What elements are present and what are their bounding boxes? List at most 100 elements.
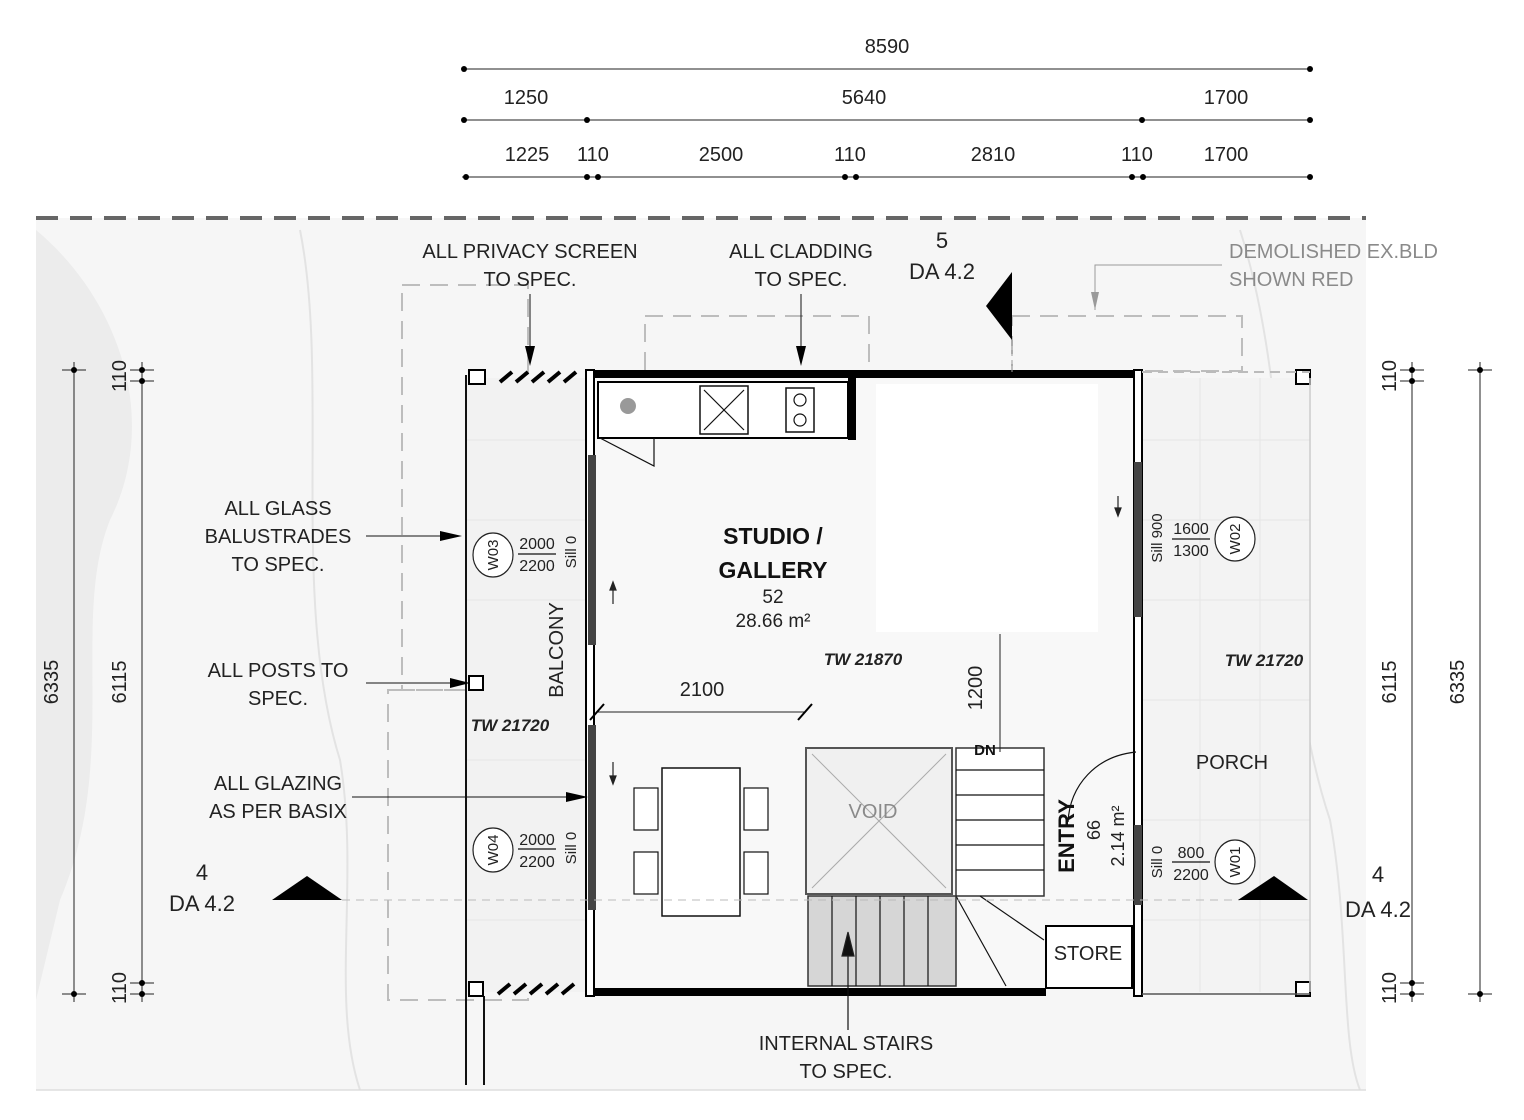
room-entry-area: 2.14 m² bbox=[1108, 805, 1128, 866]
level-tw-left: TW 21720 bbox=[471, 716, 550, 735]
svg-text:TO SPEC.: TO SPEC. bbox=[755, 269, 848, 291]
dim-right-inner: 6115 bbox=[1379, 660, 1401, 703]
room-entry-name: ENTRY bbox=[1054, 799, 1079, 873]
window-tag-w01: Sill 0 800 2200 W01 bbox=[1149, 839, 1256, 885]
room-studio-name-1: STUDIO / bbox=[723, 523, 823, 549]
svg-text:DA 4.2: DA 4.2 bbox=[909, 259, 975, 284]
dining-table bbox=[661, 767, 741, 917]
svg-text:ALL GLASS: ALL GLASS bbox=[224, 498, 331, 520]
privacy-screen-top bbox=[498, 370, 578, 384]
dim-row3-e: 2810 bbox=[971, 144, 1016, 166]
dim-row2-c: 1700 bbox=[1204, 87, 1249, 109]
top-dimensions: 8590 1250 5640 1700 1225 110 2500 110 28… bbox=[461, 36, 1313, 180]
right-dimensions: 6115 6335 110 110 bbox=[1379, 360, 1492, 1004]
room-studio-name-2: GALLERY bbox=[718, 557, 827, 583]
level-tw-center: TW 21870 bbox=[824, 650, 903, 669]
svg-text:800: 800 bbox=[1178, 845, 1205, 862]
dim-left-outer: 6335 bbox=[41, 660, 63, 705]
dim-row3-f: 110 bbox=[1121, 144, 1153, 166]
section-marker-top: 5 DA 4.2 bbox=[909, 228, 1013, 372]
section-marker-left: 4 DA 4.2 bbox=[169, 860, 1240, 916]
svg-text:1300: 1300 bbox=[1173, 543, 1209, 560]
svg-text:ALL PRIVACY SCREEN: ALL PRIVACY SCREEN bbox=[422, 241, 637, 263]
svg-text:W02: W02 bbox=[1227, 524, 1244, 555]
demolished-outline-b bbox=[644, 315, 870, 372]
dim-row2-a: 1250 bbox=[504, 87, 549, 109]
window-tag-w03: W03 2000 2200 Sill 0 bbox=[472, 532, 580, 578]
svg-text:DA 4.2: DA 4.2 bbox=[1345, 897, 1411, 922]
svg-text:Sill 0: Sill 0 bbox=[563, 832, 580, 865]
arrows bbox=[609, 496, 1122, 1030]
cooktop-icon bbox=[785, 387, 815, 433]
svg-text:INTERNAL STAIRS: INTERNAL STAIRS bbox=[759, 1033, 933, 1055]
dim-right-bottom-small: 110 bbox=[1379, 972, 1401, 1004]
svg-text:2200: 2200 bbox=[519, 558, 555, 575]
svg-text:Sill 900: Sill 900 bbox=[1149, 513, 1166, 562]
room-studio-area: 28.66 m² bbox=[736, 611, 811, 632]
store-box bbox=[1045, 925, 1133, 989]
note-posts: ALL POSTS TO SPEC. bbox=[208, 660, 470, 710]
note-cladding: ALL CLADDING TO SPEC. bbox=[729, 241, 873, 366]
dim-left-top-small: 110 bbox=[109, 360, 131, 392]
svg-text:2000: 2000 bbox=[519, 536, 555, 553]
dim-2100-label: 2100 bbox=[680, 679, 725, 701]
dim-row2-b: 5640 bbox=[842, 87, 887, 109]
level-tw-right: TW 21720 bbox=[1225, 651, 1304, 670]
svg-text:W04: W04 bbox=[485, 835, 502, 866]
note-demolished: DEMOLISHED EX.BLD SHOWN RED bbox=[1091, 241, 1438, 310]
building bbox=[465, 369, 1311, 1085]
dim-right-outer: 6335 bbox=[1447, 660, 1469, 705]
dim-row3-c: 2500 bbox=[699, 144, 744, 166]
room-balcony: BALCONY bbox=[546, 602, 568, 698]
post-icon bbox=[1295, 369, 1311, 385]
svg-text:1600: 1600 bbox=[1173, 521, 1209, 538]
svg-text:4: 4 bbox=[196, 860, 208, 885]
post-icon bbox=[468, 981, 484, 997]
section-marker-right: 4 DA 4.2 bbox=[1238, 862, 1411, 922]
note-privacy-screen: ALL PRIVACY SCREEN TO SPEC. bbox=[422, 241, 638, 366]
svg-text:ALL GLAZING: ALL GLAZING bbox=[214, 773, 342, 795]
window-tag-w04: W04 2000 2200 Sill 0 bbox=[472, 827, 580, 873]
internal-dim-2100: 2100 bbox=[589, 679, 813, 721]
room-porch: PORCH bbox=[1196, 752, 1268, 774]
note-internal-stairs: INTERNAL STAIRS TO SPEC. bbox=[759, 1033, 933, 1083]
stairs-upper bbox=[955, 747, 1045, 987]
note-glass-balustrades: ALL GLASS BALUSTRADES TO SPEC. bbox=[205, 498, 462, 576]
dim-left-bottom-small: 110 bbox=[109, 972, 131, 1004]
svg-text:TO SPEC.: TO SPEC. bbox=[484, 269, 577, 291]
dim-row3-d: 110 bbox=[834, 144, 866, 166]
internal-dim-1200: 1200 bbox=[965, 634, 1001, 752]
left-dimensions: 6335 6115 110 110 bbox=[41, 360, 154, 1004]
section-arrow-icon bbox=[986, 272, 1012, 340]
privacy-screen-bottom bbox=[496, 982, 576, 996]
dim-left-inner: 6115 bbox=[109, 660, 131, 703]
fridge-icon bbox=[620, 398, 636, 414]
svg-text:SHOWN RED: SHOWN RED bbox=[1229, 269, 1353, 291]
svg-text:2200: 2200 bbox=[519, 854, 555, 871]
section-arrow-icon bbox=[272, 876, 342, 900]
room-entry-number: 66 bbox=[1084, 820, 1104, 840]
note-glazing: ALL GLAZING AS PER BASIX bbox=[209, 773, 588, 823]
svg-text:2000: 2000 bbox=[519, 832, 555, 849]
room-void: VOID bbox=[849, 801, 898, 823]
post-icon bbox=[468, 675, 484, 691]
window-tag-w02: Sill 900 1600 1300 W02 bbox=[1149, 513, 1256, 563]
stair-dn-label: DN bbox=[974, 742, 996, 759]
stairs-lower bbox=[807, 895, 957, 987]
section-arrow-icon bbox=[1238, 876, 1308, 900]
dim-row3-g: 1700 bbox=[1204, 144, 1249, 166]
dim-overall: 8590 bbox=[865, 36, 910, 58]
svg-text:DA 4.2: DA 4.2 bbox=[169, 891, 235, 916]
svg-text:W01: W01 bbox=[1227, 847, 1244, 878]
svg-text:TO SPEC.: TO SPEC. bbox=[800, 1061, 893, 1083]
dim-row3-b: 110 bbox=[577, 144, 609, 166]
svg-text:4: 4 bbox=[1372, 862, 1384, 887]
svg-text:DEMOLISHED EX.BLD: DEMOLISHED EX.BLD bbox=[1229, 241, 1438, 263]
room-studio-number: 52 bbox=[762, 587, 783, 608]
svg-text:2200: 2200 bbox=[1173, 867, 1209, 884]
dim-1200-label: 1200 bbox=[965, 666, 987, 711]
svg-text:5: 5 bbox=[936, 228, 948, 253]
dim-row3-a: 1225 bbox=[505, 144, 550, 166]
svg-text:SPEC.: SPEC. bbox=[248, 688, 308, 710]
